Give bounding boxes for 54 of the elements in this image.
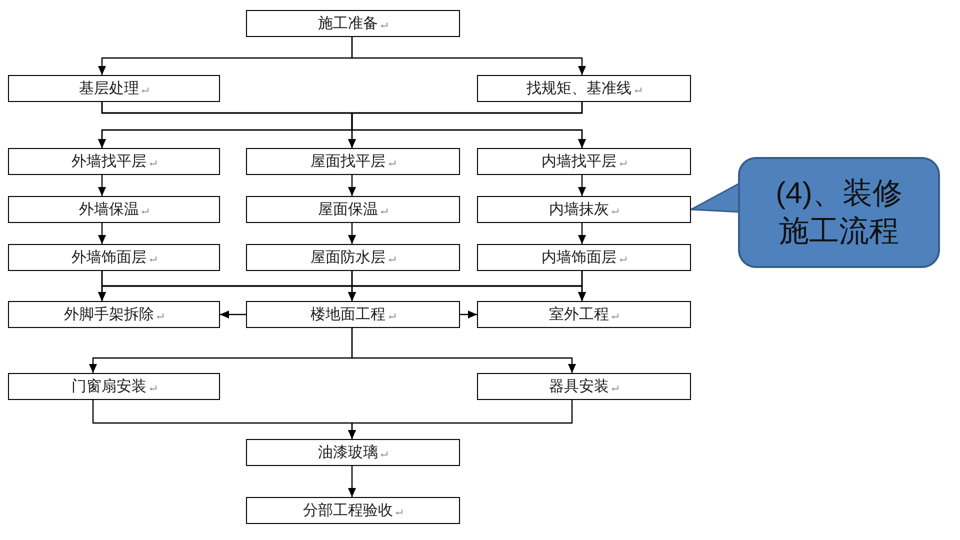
- step-label: 施工准备: [318, 14, 378, 32]
- process-box: [477, 244, 691, 271]
- process-box: [8, 301, 220, 328]
- process-box: [246, 439, 460, 466]
- step-label: 外脚手架拆除: [64, 306, 154, 324]
- process-box: [477, 373, 691, 400]
- step-label: 屋面找平层: [310, 152, 386, 170]
- process-box: [8, 148, 220, 175]
- step-label: 门窗扇安装: [72, 378, 146, 396]
- step-label: 外墙饰面层: [72, 248, 146, 266]
- process-box: [246, 10, 460, 37]
- arrow: [98, 175, 106, 196]
- process-box: [246, 196, 460, 223]
- step-label: 内墙饰面层: [542, 248, 616, 266]
- process-box: [8, 196, 220, 223]
- step-label: 器具安装: [549, 378, 609, 396]
- process-box: [477, 75, 691, 102]
- step-label: 基层处理: [79, 80, 139, 98]
- arrow: [578, 223, 586, 244]
- callout-bubble: [738, 157, 940, 268]
- arrow: [460, 310, 477, 318]
- step-label: 找规矩、基准线: [526, 80, 632, 98]
- arrow: [348, 400, 573, 439]
- process-box: [246, 497, 460, 524]
- arrow: [98, 223, 106, 244]
- process-box: [246, 148, 460, 175]
- process-box: [477, 301, 691, 328]
- step-label: 外墙找平层: [72, 152, 146, 170]
- arrow: [348, 223, 356, 244]
- arrow: [220, 310, 246, 318]
- arrow: [348, 466, 356, 497]
- step-label: 内墙抹灰: [549, 200, 609, 218]
- process-box: [246, 301, 460, 328]
- process-box: [8, 244, 220, 271]
- callout-tail: [690, 182, 741, 213]
- step-label: 屋面保温: [318, 200, 378, 218]
- arrow: [348, 175, 356, 196]
- step-label: 外墙保温: [79, 200, 139, 218]
- arrow: [578, 175, 586, 196]
- step-label: 楼地面工程: [310, 306, 386, 324]
- step-label: 油漆玻璃: [318, 444, 378, 462]
- arrow: [351, 328, 576, 373]
- process-box: [477, 148, 691, 175]
- callout-text: (4)、装修施工流程: [774, 176, 904, 250]
- arrow: [351, 37, 586, 75]
- process-box: [477, 196, 691, 223]
- process-box: [246, 244, 460, 271]
- arrow: [578, 271, 586, 301]
- step-label: 内墙找平层: [542, 152, 616, 170]
- step-label: 室外工程: [549, 306, 609, 324]
- process-box: [8, 373, 220, 400]
- process-box: [8, 75, 220, 102]
- step-label: 屋面防水层: [310, 248, 386, 266]
- step-label: 分部工程验收: [303, 502, 393, 520]
